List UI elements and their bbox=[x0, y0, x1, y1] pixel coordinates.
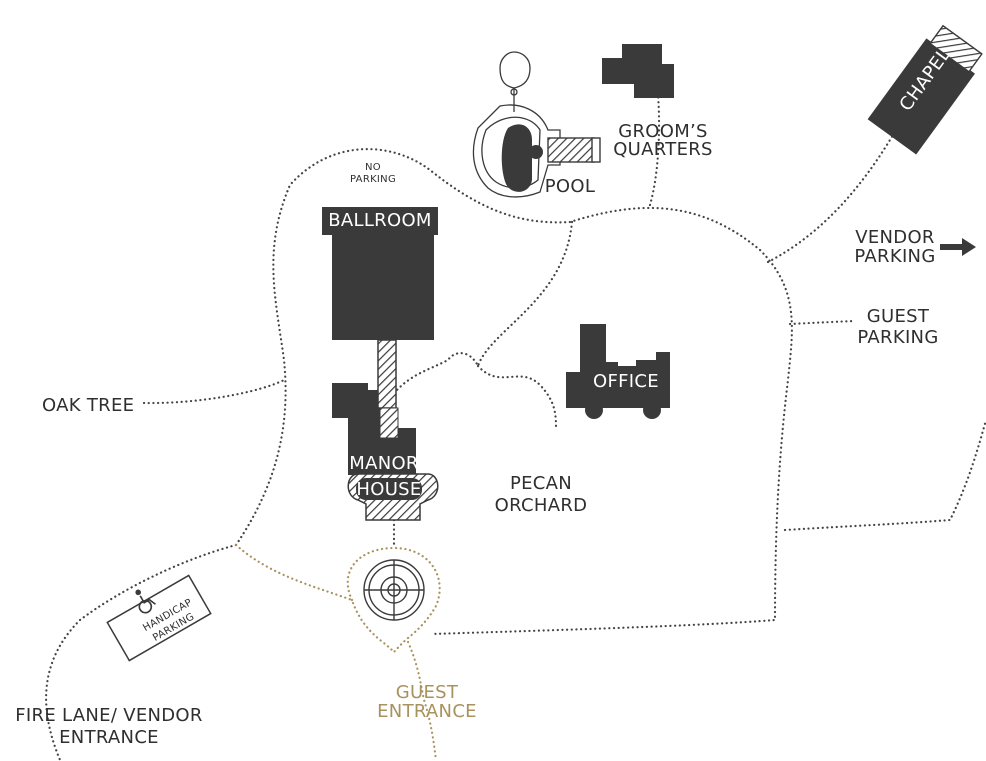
guest-entrance-path bbox=[406, 640, 438, 761]
fire-lane-label-1: FIRE LANE/ VENDOR bbox=[15, 705, 203, 726]
chapel-building bbox=[867, 24, 983, 155]
manor-house-label-bg bbox=[356, 478, 422, 500]
vendor-parking-label-2: PARKING bbox=[854, 246, 936, 267]
pool-house bbox=[547, 137, 595, 163]
pool-water bbox=[501, 124, 532, 192]
grooms-quarters-building bbox=[602, 44, 674, 98]
manor-house-label-2: HOUSE bbox=[356, 479, 422, 500]
pool-hottub-ring bbox=[499, 51, 531, 89]
guest-roundabout bbox=[346, 546, 441, 654]
guest-parking-label-1: GUEST bbox=[866, 306, 930, 327]
office-building bbox=[566, 324, 670, 408]
guest-path bbox=[234, 543, 441, 761]
path-oak-tree bbox=[142, 378, 286, 405]
pool-house-end bbox=[591, 137, 601, 163]
pool-spout bbox=[510, 88, 518, 96]
no-parking-label-1: NO bbox=[365, 162, 381, 173]
pecan-orchard-label-1: PECAN bbox=[509, 473, 573, 494]
arrow-right-icon bbox=[940, 238, 976, 256]
pool-label: POOL bbox=[544, 176, 596, 197]
guest-entrance-label-1: GUEST bbox=[395, 682, 459, 703]
office-wheel-left bbox=[585, 401, 603, 419]
footpaths bbox=[45, 93, 986, 761]
wheelchair-icon bbox=[135, 589, 156, 614]
grooms-quarters-label-2: QUARTERS bbox=[613, 139, 713, 160]
guest-entrance-label-2: ENTRANCE bbox=[377, 701, 477, 722]
manor-house-building bbox=[332, 383, 416, 475]
office-wheel-right bbox=[643, 401, 661, 419]
path-ballroom-loop bbox=[234, 148, 793, 636]
breezeway bbox=[377, 339, 397, 409]
pool-spa bbox=[529, 145, 543, 159]
pecan-orchard-label-2: ORCHARD bbox=[494, 495, 588, 516]
fire-lane-label-2: ENTRANCE bbox=[59, 727, 159, 748]
handicap-parking-box bbox=[106, 574, 212, 662]
fountain-icon bbox=[363, 559, 425, 621]
path-right-lane bbox=[783, 418, 986, 532]
no-parking-label-2: PARKING bbox=[349, 174, 397, 185]
guest-parking-label-2: PARKING bbox=[857, 327, 939, 348]
ballroom-label: BALLROOM bbox=[328, 210, 432, 231]
path-orchard bbox=[476, 364, 558, 432]
guest-walkway bbox=[234, 543, 354, 602]
vendor-parking-label-1: VENDOR bbox=[855, 227, 935, 248]
path-fire-lane bbox=[45, 543, 238, 761]
oak-tree-label: OAK TREE bbox=[42, 395, 135, 416]
manor-house-label-1: MANOR bbox=[349, 453, 419, 474]
path-guest-parking bbox=[788, 319, 857, 326]
office-label: OFFICE bbox=[593, 371, 659, 392]
path-pecan bbox=[383, 220, 574, 407]
manor-house-hatch bbox=[379, 407, 399, 439]
ballroom-sign bbox=[322, 207, 438, 235]
pool-patio bbox=[472, 104, 561, 198]
grooms-quarters-label-1: GROOM’S bbox=[618, 121, 708, 142]
